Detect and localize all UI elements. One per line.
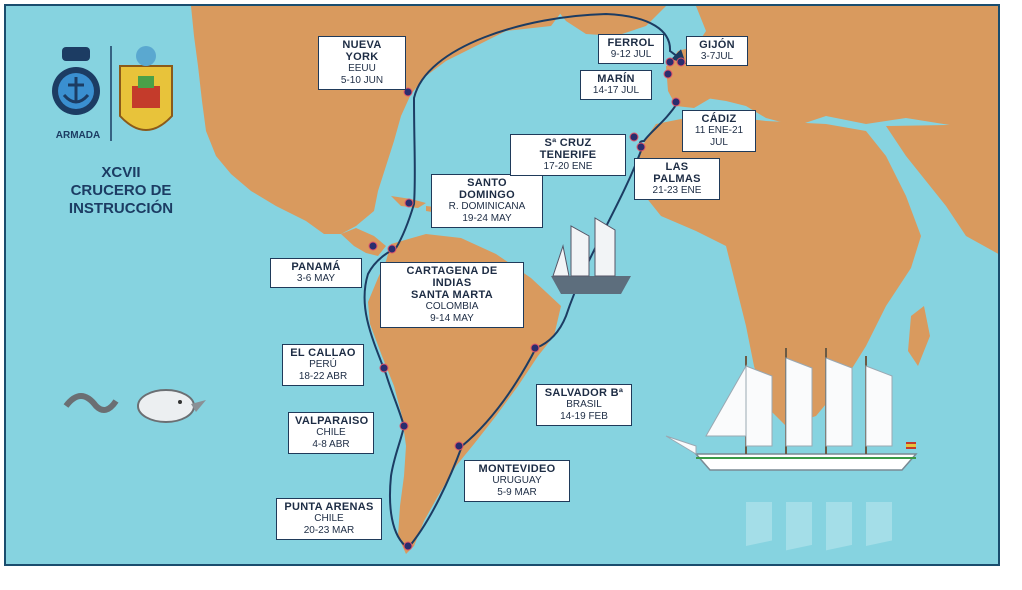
greenland: [554, 6, 666, 36]
europe: [666, 6, 998, 126]
north-america: [191, 6, 566, 234]
caribbean-islands: [391, 196, 444, 213]
port-markers: [368, 57, 686, 551]
madagascar: [908, 306, 930, 366]
iberia: [666, 61, 718, 108]
asia: [886, 124, 998, 254]
tall-ship-illustration: [665, 348, 918, 551]
route-map: ARMADA XCVII CRUCERO DE INSTRUCCIÓN NUEV…: [4, 4, 1000, 566]
sea-serpent-illustration: [63, 389, 206, 423]
emblem-caption: ARMADA: [55, 130, 101, 141]
central-america: [341, 228, 386, 256]
armada-anchor-emblem: [52, 47, 100, 115]
galleon-illustration: [551, 217, 631, 294]
coat-of-arms: [119, 46, 173, 131]
page-title: XCVII CRUCERO DE INSTRUCCIÓN: [68, 164, 174, 217]
